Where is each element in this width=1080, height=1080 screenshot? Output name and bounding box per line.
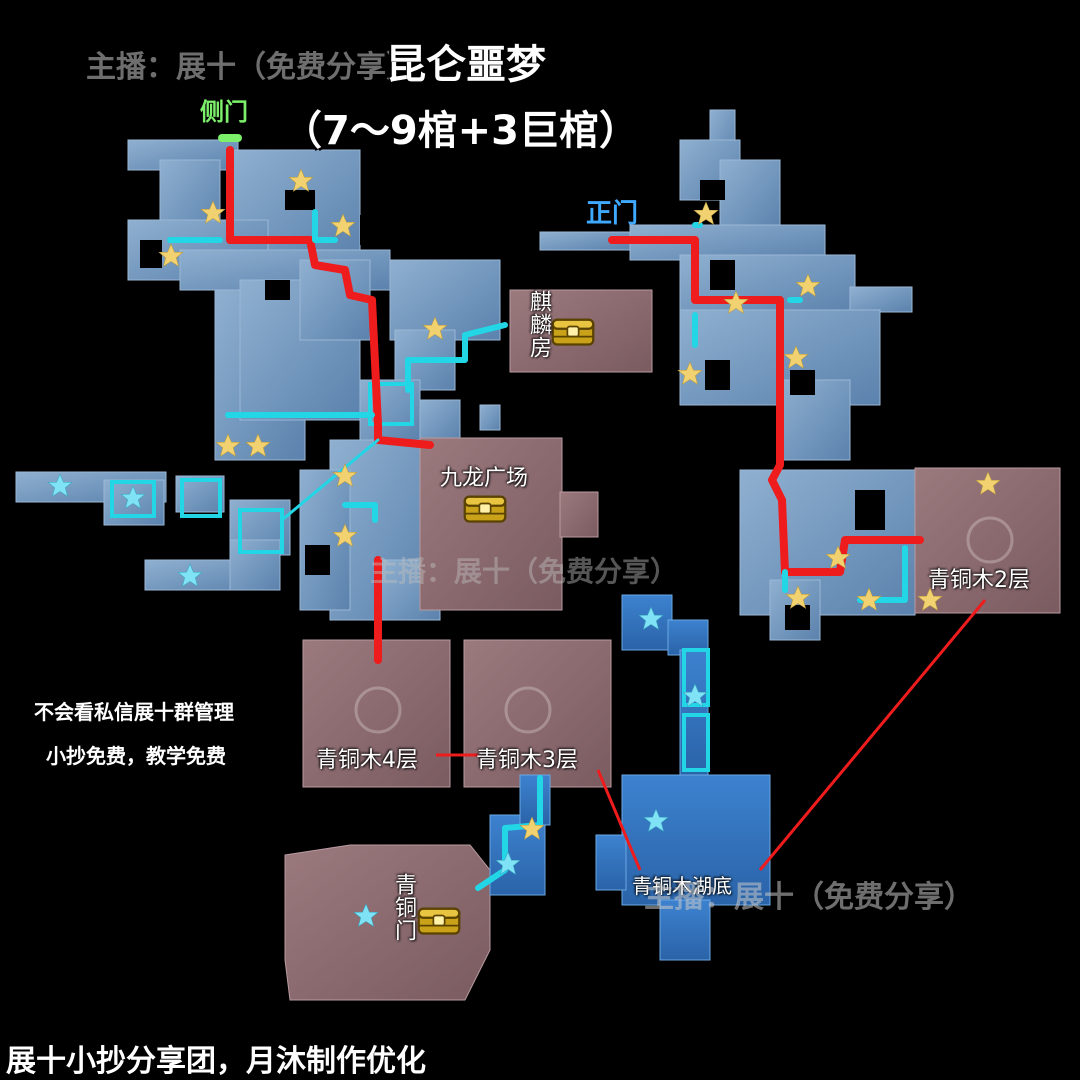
note-line-2: 小抄免费，教学免费 (46, 744, 226, 768)
bronze-gate-room (284, 844, 491, 1001)
bronze-4f-label: 青铜木4层 (316, 748, 418, 773)
map-title: 昆仑噩梦 (386, 42, 546, 88)
left-building (15, 139, 501, 621)
footer-credit: 展十小抄分享团，月沐制作优化 (6, 1044, 426, 1079)
bronze-lake-label: 青铜木湖底 (632, 874, 732, 898)
right-building-holes (700, 180, 885, 630)
main-gate-label: 正门 (586, 199, 639, 229)
note-line-1: 不会看私信展十群管理 (34, 700, 234, 724)
treasure-chest-icon (551, 318, 595, 346)
cyan-marker-boxes (110, 382, 710, 772)
bronze-3f-room (463, 639, 612, 788)
pink-rooms (284, 289, 1061, 1001)
bronze-4f-room (302, 639, 451, 788)
map-subtitle: （7～9棺+3巨棺） (282, 108, 640, 154)
jiulong-plaza-label: 九龙广场 (440, 466, 529, 491)
stair-rings (354, 516, 1014, 734)
watermark-top: 主播：展十（免费分享） (86, 50, 416, 85)
bronze-2f-room (914, 467, 1061, 614)
left-building-holes (140, 190, 380, 575)
red-connector-lines (436, 599, 987, 871)
qilin-room-label: 麒麟房 (526, 290, 551, 359)
watermark-bottom: 主播：展十（免费分享） (644, 880, 974, 915)
bronze-gate-label: 青铜门 (391, 873, 416, 942)
side-gate-marker (218, 134, 242, 142)
treasure-chest-icon (463, 495, 507, 523)
jiulong-side (559, 491, 599, 538)
treasure-chest-icon (417, 907, 461, 935)
side-gate-label: 侧门 (200, 98, 248, 126)
jiulong-plaza (419, 437, 563, 611)
watermark-middle: 主播：展十（免费分享） (370, 555, 679, 588)
bronze-3f-label: 青铜木3层 (476, 748, 578, 773)
bronze-2f-label: 青铜木2层 (928, 568, 1030, 593)
